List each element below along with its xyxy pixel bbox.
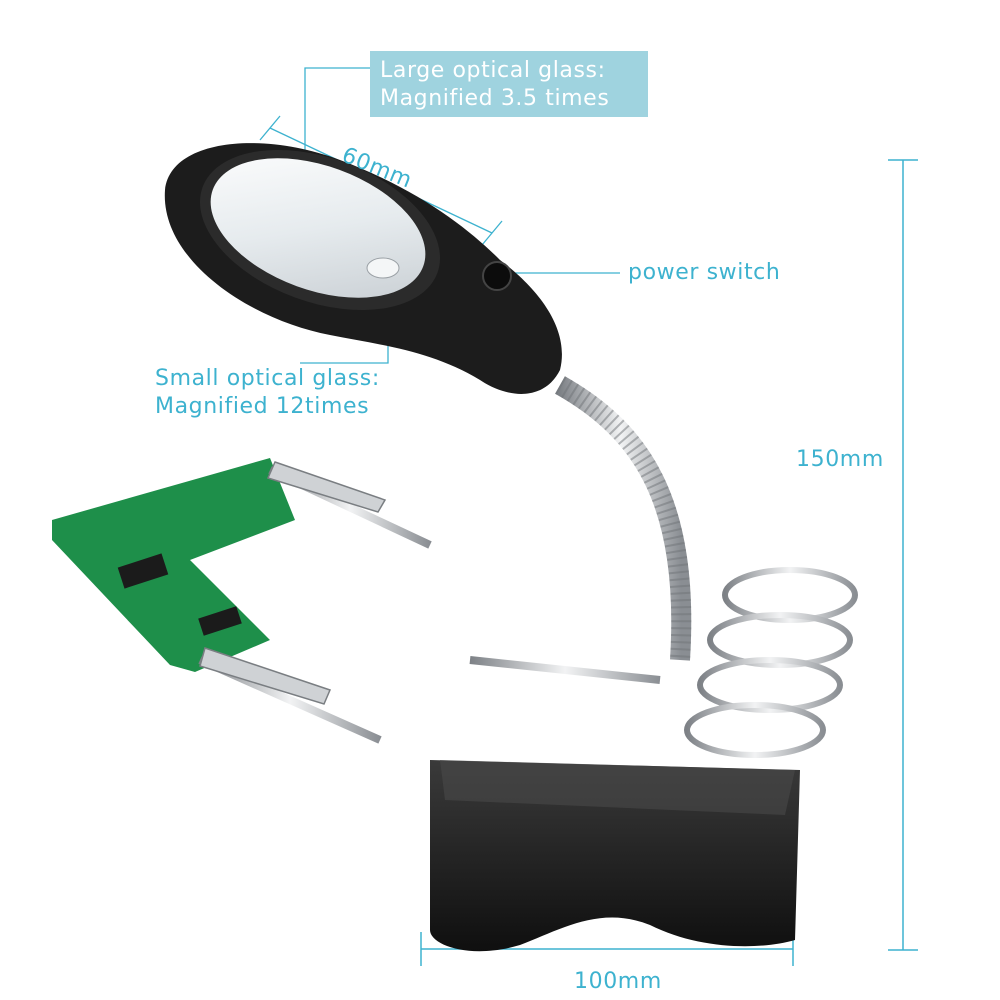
power-switch-button xyxy=(482,261,512,291)
magnifier-head xyxy=(164,143,562,394)
height-label: 150mm xyxy=(796,447,884,472)
large-glass-line2: Magnified 3.5 times xyxy=(380,86,610,111)
large-glass-leader-line xyxy=(304,67,370,178)
height-dimension-line xyxy=(888,159,918,951)
small-glass-callout: Small optical glass: Magnified 12times xyxy=(155,365,380,421)
base-width-label: 100mm xyxy=(574,969,662,994)
soldering-iron-coil xyxy=(684,567,858,880)
circuit-board xyxy=(52,458,295,672)
gooseneck-arm xyxy=(555,376,692,661)
small-glass-line1: Small optical glass: xyxy=(155,366,380,391)
small-glass-line2: Magnified 12times xyxy=(155,394,370,419)
large-glass-callout: Large optical glass: Magnified 3.5 times xyxy=(370,51,648,117)
alligator-clips xyxy=(199,461,387,705)
large-glass-line1: Large optical glass: xyxy=(380,58,606,83)
power-switch-label: power switch xyxy=(628,260,781,285)
small-lens xyxy=(366,257,400,279)
